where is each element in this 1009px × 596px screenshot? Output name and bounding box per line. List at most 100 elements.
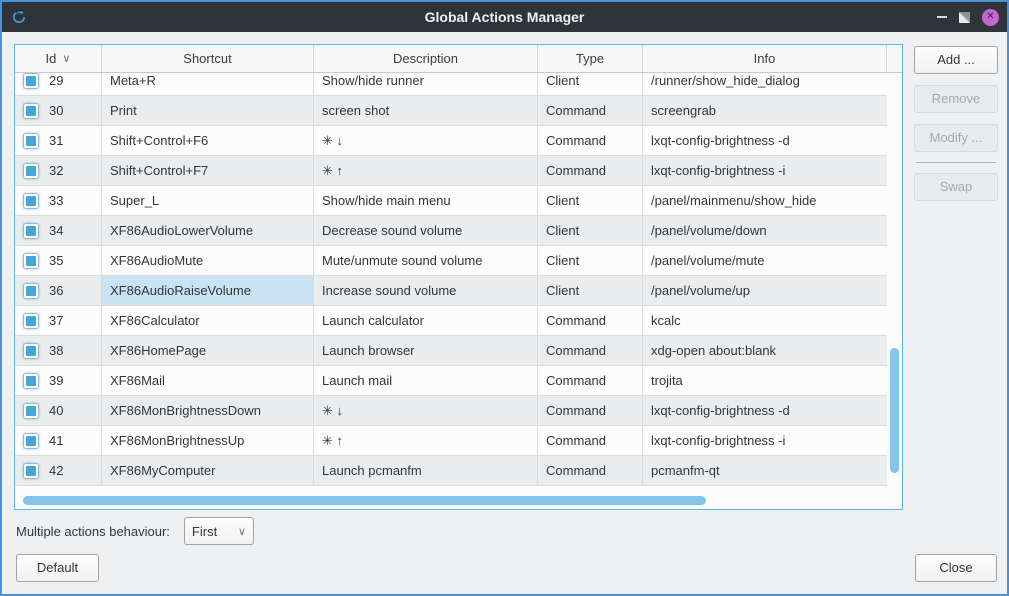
enabled-checkbox[interactable] <box>23 162 39 179</box>
cell-info[interactable]: /panel/mainmenu/show_hide <box>643 186 887 216</box>
cell-shortcut[interactable]: Meta+R <box>102 73 314 96</box>
table-row[interactable]: 33 Super_L Show/hide main menu Client /p… <box>15 186 887 216</box>
cell-description[interactable]: Decrease sound volume <box>314 216 538 246</box>
cell-type[interactable]: Command <box>538 126 643 156</box>
column-header-description[interactable]: Description <box>314 45 538 72</box>
close-button[interactable]: Close <box>915 554 997 582</box>
horizontal-scrollbar-thumb[interactable] <box>23 496 706 505</box>
cell-shortcut[interactable]: XF86MyComputer <box>102 456 314 486</box>
enabled-checkbox[interactable] <box>23 132 39 149</box>
table-row[interactable]: 38 XF86HomePage Launch browser Command x… <box>15 336 887 366</box>
cell-id[interactable]: 40 <box>15 396 102 426</box>
column-header-info[interactable]: Info <box>643 45 887 72</box>
cell-description[interactable]: Launch calculator <box>314 306 538 336</box>
cell-description[interactable]: ✳ ↑ <box>314 426 538 456</box>
cell-description[interactable]: ✳ ↑ <box>314 156 538 186</box>
cell-id[interactable]: 41 <box>15 426 102 456</box>
cell-shortcut[interactable]: XF86AudioLowerVolume <box>102 216 314 246</box>
cell-id[interactable]: 34 <box>15 216 102 246</box>
enabled-checkbox[interactable] <box>23 342 39 359</box>
enabled-checkbox[interactable] <box>23 222 39 239</box>
minimize-icon[interactable] <box>937 16 947 18</box>
cell-type[interactable]: Command <box>538 426 643 456</box>
cell-description[interactable]: ✳ ↓ <box>314 396 538 426</box>
cell-info[interactable]: screengrab <box>643 96 887 126</box>
cell-info[interactable]: pcmanfm-qt <box>643 456 887 486</box>
column-header-type[interactable]: Type <box>538 45 643 72</box>
table-row[interactable]: 30 Print screen shot Command screengrab <box>15 96 887 126</box>
table-row[interactable]: 36 XF86AudioRaiseVolume Increase sound v… <box>15 276 887 306</box>
cell-info[interactable]: /panel/volume/mute <box>643 246 887 276</box>
cell-type[interactable]: Client <box>538 276 643 306</box>
cell-shortcut[interactable]: Shift+Control+F7 <box>102 156 314 186</box>
cell-description[interactable]: Launch browser <box>314 336 538 366</box>
cell-shortcut[interactable]: XF86HomePage <box>102 336 314 366</box>
cell-info[interactable]: lxqt-config-brightness -i <box>643 156 887 186</box>
table-row[interactable]: 35 XF86AudioMute Mute/unmute sound volum… <box>15 246 887 276</box>
cell-type[interactable]: Client <box>538 246 643 276</box>
cell-shortcut[interactable]: XF86Mail <box>102 366 314 396</box>
cell-id[interactable]: 32 <box>15 156 102 186</box>
enabled-checkbox[interactable] <box>23 462 39 479</box>
table-row[interactable]: 31 Shift+Control+F6 ✳ ↓ Command lxqt-con… <box>15 126 887 156</box>
cell-description[interactable]: Show/hide main menu <box>314 186 538 216</box>
restore-icon[interactable] <box>959 11 970 23</box>
cell-id[interactable]: 37 <box>15 306 102 336</box>
cell-info[interactable]: trojita <box>643 366 887 396</box>
table-row[interactable]: 37 XF86Calculator Launch calculator Comm… <box>15 306 887 336</box>
cell-info[interactable]: /panel/volume/down <box>643 216 887 246</box>
cell-info[interactable]: lxqt-config-brightness -i <box>643 426 887 456</box>
table-row[interactable]: 41 XF86MonBrightnessUp ✳ ↑ Command lxqt-… <box>15 426 887 456</box>
cell-id[interactable]: 35 <box>15 246 102 276</box>
cell-info[interactable]: lxqt-config-brightness -d <box>643 396 887 426</box>
cell-id[interactable]: 29 <box>15 73 102 96</box>
cell-shortcut[interactable]: XF86Calculator <box>102 306 314 336</box>
titlebar[interactable]: Global Actions Manager ✕ <box>2 2 1007 32</box>
cell-shortcut[interactable]: XF86MonBrightnessDown <box>102 396 314 426</box>
column-header-id[interactable]: Id ∨ <box>15 45 102 72</box>
cell-type[interactable]: Command <box>538 156 643 186</box>
enabled-checkbox[interactable] <box>23 402 39 419</box>
cell-type[interactable]: Command <box>538 456 643 486</box>
cell-shortcut[interactable]: XF86AudioMute <box>102 246 314 276</box>
cell-type[interactable]: Client <box>538 73 643 96</box>
cell-shortcut[interactable]: XF86MonBrightnessUp <box>102 426 314 456</box>
table-row[interactable]: 39 XF86Mail Launch mail Command trojita <box>15 366 887 396</box>
cell-type[interactable]: Command <box>538 336 643 366</box>
cell-type[interactable]: Client <box>538 186 643 216</box>
cell-shortcut[interactable]: XF86AudioRaiseVolume <box>102 276 314 306</box>
cell-shortcut[interactable]: Shift+Control+F6 <box>102 126 314 156</box>
cell-id[interactable]: 33 <box>15 186 102 216</box>
enabled-checkbox[interactable] <box>23 102 39 119</box>
cell-type[interactable]: Command <box>538 306 643 336</box>
table-row[interactable]: 29 Meta+R Show/hide runner Client /runne… <box>15 73 887 96</box>
cell-info[interactable]: /panel/volume/up <box>643 276 887 306</box>
default-button[interactable]: Default <box>16 554 99 582</box>
table-row[interactable]: 34 XF86AudioLowerVolume Decrease sound v… <box>15 216 887 246</box>
table-row[interactable]: 40 XF86MonBrightnessDown ✳ ↓ Command lxq… <box>15 396 887 426</box>
enabled-checkbox[interactable] <box>23 282 39 299</box>
table-row[interactable]: 32 Shift+Control+F7 ✳ ↑ Command lxqt-con… <box>15 156 887 186</box>
enabled-checkbox[interactable] <box>23 73 39 89</box>
cell-type[interactable]: Command <box>538 396 643 426</box>
enabled-checkbox[interactable] <box>23 192 39 209</box>
enabled-checkbox[interactable] <box>23 252 39 269</box>
cell-id[interactable]: 38 <box>15 336 102 366</box>
cell-description[interactable]: screen shot <box>314 96 538 126</box>
cell-description[interactable]: Mute/unmute sound volume <box>314 246 538 276</box>
vertical-scrollbar-thumb[interactable] <box>890 348 899 473</box>
cell-type[interactable]: Client <box>538 216 643 246</box>
cell-shortcut[interactable]: Print <box>102 96 314 126</box>
enabled-checkbox[interactable] <box>23 432 39 449</box>
cell-description[interactable]: Increase sound volume <box>314 276 538 306</box>
cell-id[interactable]: 30 <box>15 96 102 126</box>
horizontal-scrollbar[interactable] <box>15 495 887 507</box>
cell-id[interactable]: 42 <box>15 456 102 486</box>
cell-type[interactable]: Command <box>538 96 643 126</box>
add-button[interactable]: Add ... <box>914 46 998 74</box>
close-icon[interactable]: ✕ <box>982 8 999 26</box>
cell-description[interactable]: Launch pcmanfm <box>314 456 538 486</box>
cell-id[interactable]: 39 <box>15 366 102 396</box>
table-row[interactable]: 42 XF86MyComputer Launch pcmanfm Command… <box>15 456 887 486</box>
cell-description[interactable]: ✳ ↓ <box>314 126 538 156</box>
